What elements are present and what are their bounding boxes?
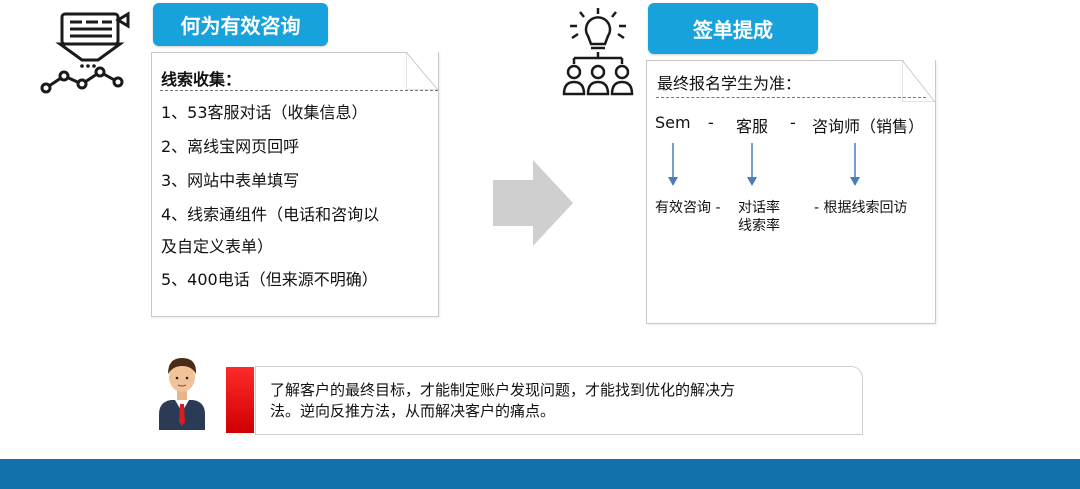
accent-bar bbox=[226, 367, 254, 433]
flow-node-consultant: 咨询师（销售） bbox=[812, 117, 925, 136]
flow-down-arrow bbox=[668, 143, 678, 186]
heading-divider bbox=[656, 97, 926, 98]
right-panel-title: 签单提成 bbox=[648, 3, 818, 54]
lead-item: 1、53客服对话（收集信息） bbox=[161, 103, 368, 122]
lead-item: 5、400电话（但来源不明确） bbox=[161, 270, 378, 289]
right-arrow-icon bbox=[493, 160, 573, 246]
lead-item: 3、网站中表单填写 bbox=[161, 171, 300, 190]
flow-metric-valid-consult: 有效咨询 - bbox=[655, 200, 721, 216]
card-fold-corner bbox=[406, 52, 438, 90]
summary-note-line: 法。逆向反推方法，从而解决客户的痛点。 bbox=[270, 402, 556, 420]
businessman-avatar-icon bbox=[159, 358, 205, 430]
flow-separator: - bbox=[708, 113, 714, 132]
idea-team-icon bbox=[562, 8, 634, 96]
lead-item: 4、线索通组件（电话和咨询以 bbox=[161, 205, 380, 224]
flow-down-arrow bbox=[850, 143, 860, 186]
lead-collection-heading: 线索收集： bbox=[161, 70, 242, 89]
commission-heading: 最终报名学生为准： bbox=[657, 74, 802, 93]
flow-down-arrow bbox=[747, 143, 757, 186]
flow-node-sem: Sem bbox=[655, 113, 691, 132]
summary-note-box bbox=[255, 366, 863, 435]
left-panel-title: 何为有效咨询 bbox=[153, 3, 328, 46]
flow-separator: - bbox=[790, 113, 796, 132]
heading-divider bbox=[160, 90, 438, 91]
flow-metric-followup: - 根据线索回访 bbox=[814, 200, 908, 216]
flow-node-service: 客服 bbox=[736, 117, 769, 136]
card-fold-corner bbox=[902, 60, 935, 102]
flow-metric-lead-rate: 线索率 bbox=[738, 218, 780, 234]
commission-card bbox=[646, 60, 936, 324]
lead-item: 2、离线宝网页回呼 bbox=[161, 137, 300, 156]
footer-bar bbox=[0, 459, 1080, 489]
flow-metric-chat-rate: 对话率 bbox=[738, 200, 780, 216]
lead-collection-card bbox=[151, 52, 439, 317]
summary-note-line: 了解客户的最终目标，才能制定账户发现问题，才能找到优化的解决方 bbox=[270, 381, 736, 399]
lead-item: 及自定义表单） bbox=[161, 237, 274, 256]
summary-note-text: 了解客户的最终目标，才能制定账户发现问题，才能找到优化的解决方 法。逆向反推方法… bbox=[270, 380, 735, 422]
data-funnel-icon bbox=[40, 11, 130, 94]
